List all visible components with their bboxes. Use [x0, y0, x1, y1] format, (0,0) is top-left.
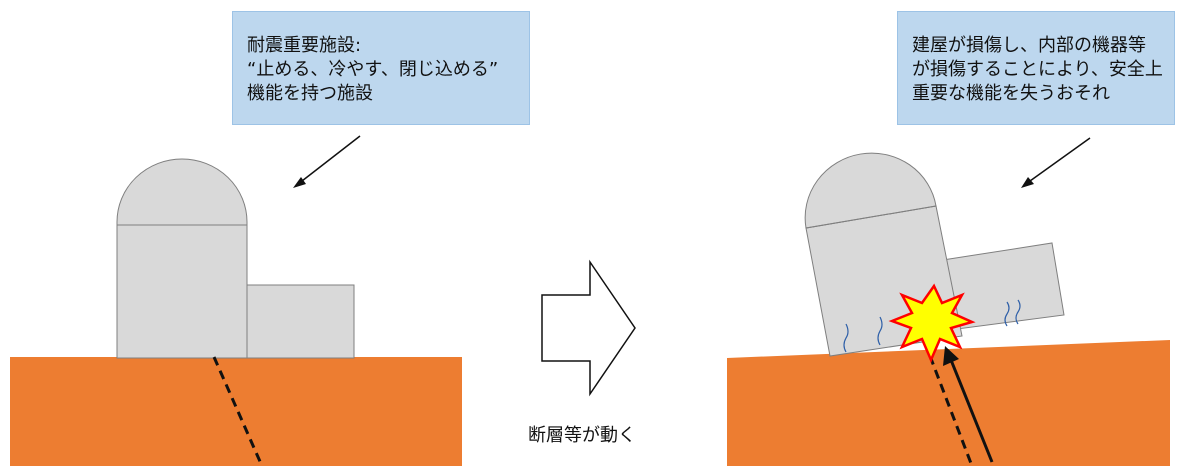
callout-before-line1: 耐震重要施設: [247, 35, 362, 56]
callout-after-line2: が損傷することにより、安全上 [912, 59, 1163, 80]
fault-line-after [928, 355, 974, 466]
ground-before [10, 357, 462, 466]
damage-risk-callout: 建屋が損傷し、内部の機器等 が損傷することにより、安全上 重要な機能を失うおそれ [897, 11, 1175, 125]
after-scene [727, 137, 1170, 466]
dome [116, 158, 248, 226]
dome-seam-tilted [805, 205, 937, 229]
pointer-arrow-after [1021, 137, 1091, 188]
pointer-arrow-before [293, 135, 361, 188]
impact-burst [888, 283, 976, 364]
building-body [116, 224, 248, 359]
annex-building [246, 284, 355, 359]
dome-tilted [804, 152, 937, 229]
vibration-marks [843, 299, 1021, 353]
reactor-building-before [116, 158, 355, 359]
seismic-facility-callout: 耐震重要施設: “止める、冷やす、閉じ込める” 機能を持つ施設 [232, 11, 530, 125]
callout-before-line2: “止める、冷やす、閉じ込める” [247, 59, 499, 80]
fault-line-before [212, 356, 264, 466]
transition-arrow [541, 259, 636, 397]
callout-after-line3: 重要な機能を失うおそれ [912, 83, 1110, 104]
callout-after-line1: 建屋が損傷し、内部の機器等 [912, 35, 1146, 56]
fault-movement-arrow [943, 346, 994, 463]
fault-moves-caption: 断層等が動く [528, 425, 636, 446]
before-scene [10, 135, 462, 466]
callout-before-line3: 機能を持つ施設 [247, 83, 373, 104]
